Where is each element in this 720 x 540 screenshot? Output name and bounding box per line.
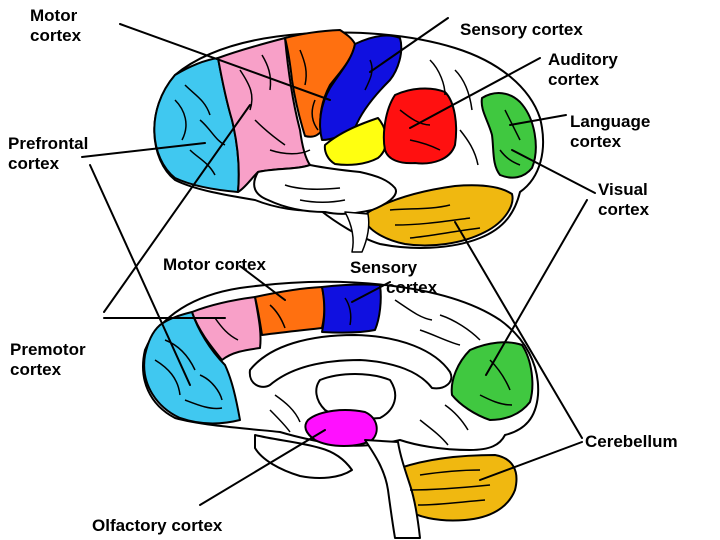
medial-motor <box>254 286 326 336</box>
label-cerebellum: Cerebellum <box>585 432 678 451</box>
label-prefrontal-cortex: Prefrontal cortex <box>8 134 89 173</box>
label-visual-cortex: Visual cortex <box>598 180 650 219</box>
lateral-auditory <box>382 87 458 165</box>
label-premotor-cortex: Premotor cortex <box>10 340 86 379</box>
lateral-yellow-region <box>323 117 388 166</box>
medial-temporal <box>254 434 353 479</box>
leader-lines <box>81 17 596 506</box>
label-olfactory-cortex: Olfactory cortex <box>92 516 223 535</box>
medial-premotor <box>191 296 262 361</box>
lateral-brainstem <box>344 211 370 253</box>
medial-brain <box>142 280 540 539</box>
medial-corpus-callosum <box>248 334 453 390</box>
medial-sensory <box>321 283 382 334</box>
label-motor-cortex-top: Motor cortex <box>30 6 82 45</box>
medial-brainstem <box>364 439 421 539</box>
label-sensory-cortex-mid: Sensory cortex <box>350 258 438 297</box>
lateral-language <box>480 92 537 179</box>
medial-thalamus <box>315 373 397 420</box>
label-motor-cortex-mid: Motor cortex <box>163 255 266 274</box>
lateral-brain <box>153 29 544 253</box>
label-sensory-cortex-top: Sensory cortex <box>460 20 583 39</box>
label-auditory-cortex: Auditory cortex <box>548 50 618 89</box>
medial-visual <box>450 341 534 421</box>
label-language-cortex: Language cortex <box>570 112 651 151</box>
